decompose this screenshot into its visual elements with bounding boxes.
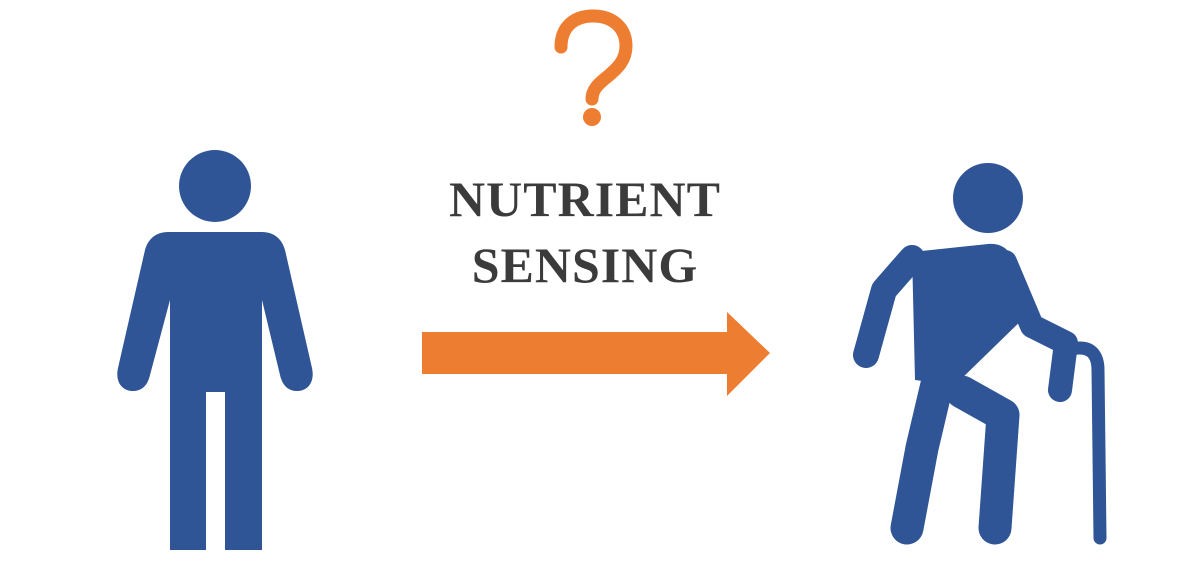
right-arrow-icon (422, 312, 770, 396)
question-mark-icon (554, 9, 633, 126)
label-nutrient: NUTRIENT (449, 171, 721, 227)
standing-person-icon (117, 150, 313, 550)
elderly-person-with-cane-icon (853, 163, 1107, 545)
label-sensing: SENSING (471, 237, 699, 293)
